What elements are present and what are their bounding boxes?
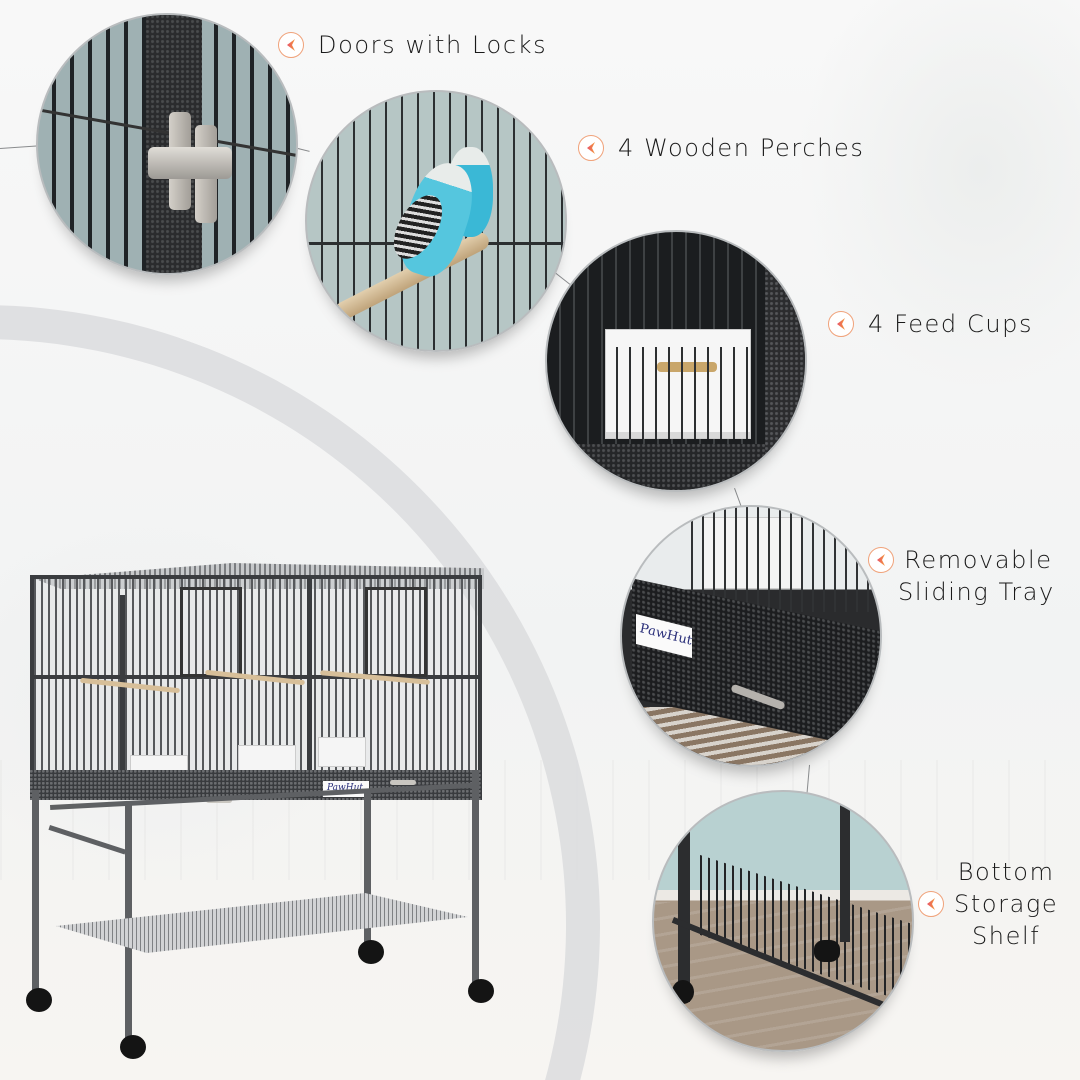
feature-label-text: Removable Sliding Tray xyxy=(898,546,1055,606)
detail-photo-sliding-tray: PawHut xyxy=(620,505,882,767)
feature-label-text: Doors with Locks xyxy=(318,31,548,59)
feature-label-feed-cups: 4 Feed Cups xyxy=(828,308,1033,340)
feature-label-shelf: Bottom Storage Shelf xyxy=(918,856,1058,952)
storage-shelf xyxy=(56,893,468,953)
chevron-left-icon xyxy=(868,547,894,573)
detail-photo-feed-cup xyxy=(545,230,807,492)
caster-wheel xyxy=(120,1035,146,1059)
detail-photo-door-lock xyxy=(36,13,298,275)
detail-photo-perch-birds xyxy=(305,90,567,352)
caster-wheel xyxy=(26,988,52,1012)
detail-photo-storage-shelf xyxy=(652,790,914,1052)
feature-label-text: Bottom Storage Shelf xyxy=(954,858,1059,950)
bird-cage-product: PawHut xyxy=(20,555,494,1065)
chevron-left-icon xyxy=(578,135,604,161)
chevron-left-icon xyxy=(828,311,854,337)
chevron-left-icon xyxy=(918,891,944,917)
caster-wheel xyxy=(468,979,494,1003)
cage-door xyxy=(365,587,427,677)
caster-wheel xyxy=(358,940,384,964)
feed-cup xyxy=(318,737,366,767)
feature-label-tray: Removable Sliding Tray xyxy=(868,544,1055,608)
feature-label-text: 4 Wooden Perches xyxy=(618,134,865,162)
feature-label-doors: Doors with Locks xyxy=(278,29,547,61)
feature-label-perches: 4 Wooden Perches xyxy=(578,132,864,164)
cage-door xyxy=(180,587,242,677)
chevron-left-icon xyxy=(278,32,304,58)
feature-label-text: 4 Feed Cups xyxy=(868,310,1034,338)
